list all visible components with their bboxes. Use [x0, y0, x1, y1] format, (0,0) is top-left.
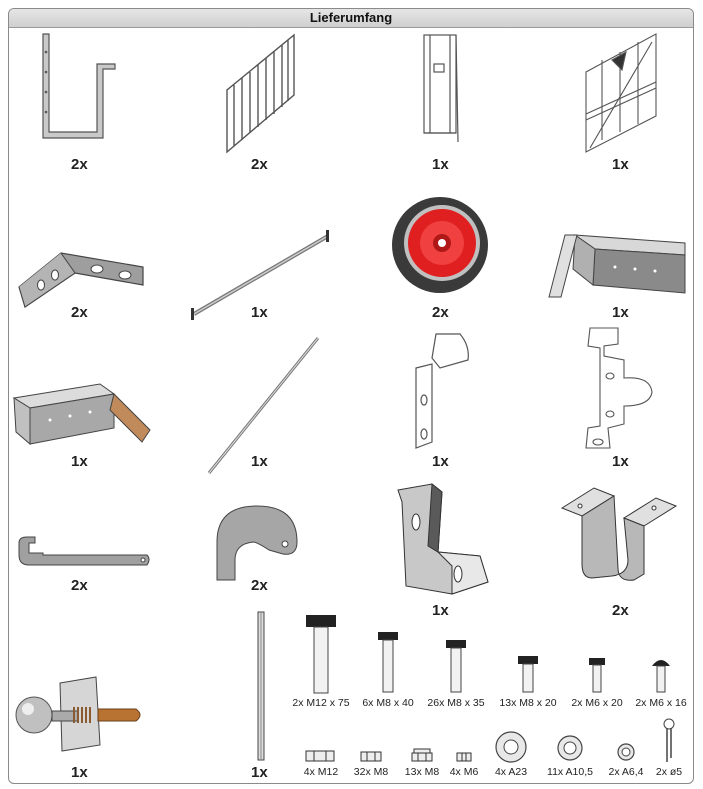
quantity-label: 2x — [71, 156, 88, 173]
bolt-label: 13x M8 x 20 — [499, 697, 557, 709]
parts-list-title: Lieferumfang — [9, 9, 693, 28]
nut-label: 4x A23 — [494, 766, 528, 778]
side-frame-image — [418, 32, 462, 157]
u-clamp-image — [558, 478, 680, 596]
quantity-label: 2x — [612, 602, 629, 619]
grille-image — [222, 30, 302, 155]
cotter-pin-image — [662, 718, 676, 764]
mount-bracket-left-image — [10, 380, 155, 452]
bolt-m6-20-image — [587, 656, 607, 694]
bolt-label: 26x M8 x 35 — [427, 697, 485, 709]
carriage-bolt-m6-16-image — [650, 656, 672, 694]
quantity-label: 1x — [251, 764, 268, 781]
latch-plate-image — [580, 326, 660, 451]
bolt-label: 2x M6 x 16 — [635, 697, 687, 709]
mount-bracket-image — [545, 225, 690, 305]
quantity-label: 1x — [612, 304, 629, 321]
quantity-label: 2x — [71, 304, 88, 321]
quantity-label: 1x — [71, 764, 88, 781]
bolt-label: 2x M12 x 75 — [292, 697, 350, 709]
nut-label: 11x A10,5 — [547, 766, 593, 778]
quantity-label: 2x — [432, 304, 449, 321]
nut-m6-image — [455, 751, 473, 763]
hinge-bracket-image — [410, 330, 472, 452]
bolt-m8-35-image — [444, 638, 468, 694]
latch-bracket-image — [392, 482, 492, 600]
quantity-label: 2x — [251, 577, 268, 594]
washer-a6-4-image — [616, 742, 636, 762]
quantity-label: 1x — [612, 453, 629, 470]
bolt-m12-75-image — [304, 613, 338, 695]
quantity-label: 1x — [71, 453, 88, 470]
quantity-label: 1x — [432, 156, 449, 173]
nut-label: 2x A6,4 — [608, 766, 644, 778]
lock-nut-m8-image — [410, 747, 434, 763]
nut-label: 32x M8 — [353, 766, 389, 778]
c-plate-image — [213, 502, 301, 582]
quantity-label: 2x — [71, 577, 88, 594]
latch-hook-image — [15, 535, 153, 575]
u-bracket-image — [35, 32, 125, 157]
nut-label: 4x M6 — [449, 766, 479, 778]
vertical-bar-image — [254, 610, 268, 762]
long-rod-image — [205, 335, 323, 477]
nut-label: 2x ø5 — [655, 766, 683, 778]
quantity-label: 1x — [251, 304, 268, 321]
wheel-image — [390, 195, 490, 295]
quantity-label: 2x — [251, 156, 268, 173]
nut-label: 13x M8 — [404, 766, 440, 778]
nut-m12-image — [304, 749, 336, 763]
washer-a10-5-image — [556, 734, 584, 762]
quantity-label: 1x — [251, 453, 268, 470]
bolt-label: 6x M8 x 40 — [362, 697, 414, 709]
quantity-label: 1x — [612, 156, 629, 173]
bolt-label: 2x M6 x 20 — [571, 697, 623, 709]
parts-list-frame: Lieferumfang — [8, 8, 694, 784]
bolt-m8-20-image — [516, 654, 540, 694]
nut-m8-image — [359, 750, 383, 763]
quantity-label: 1x — [432, 602, 449, 619]
washer-a23-image — [494, 730, 528, 764]
angle-bracket-image — [15, 245, 145, 310]
gate-panel-image — [582, 30, 662, 155]
quantity-label: 1x — [432, 453, 449, 470]
nut-label: 4x M12 — [303, 766, 339, 778]
axle-rod-image — [188, 228, 333, 323]
ball-coupling-image — [12, 675, 147, 755]
bolt-m8-40-image — [376, 630, 400, 694]
